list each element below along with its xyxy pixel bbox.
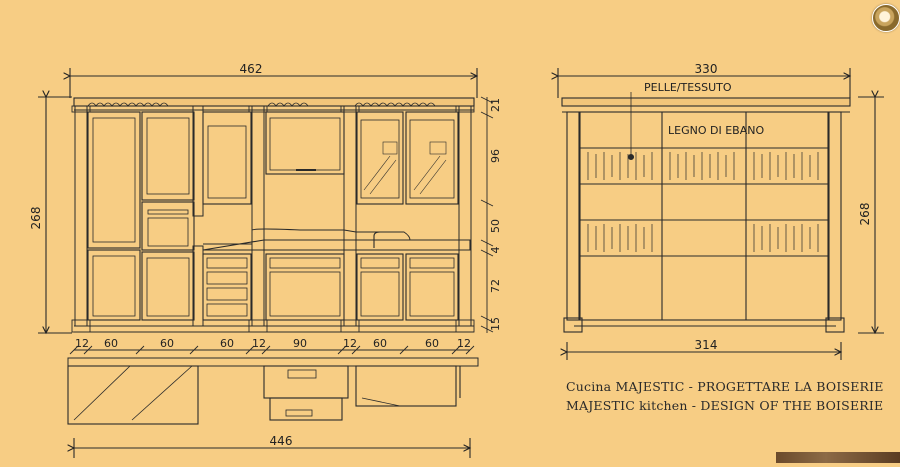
right-overall-width-label: 330: [695, 62, 718, 76]
height-50-label: 50: [489, 219, 502, 233]
module-width-label: 12: [252, 337, 266, 350]
height-4-label: 4: [489, 247, 502, 254]
overall-height-label: 268: [29, 207, 43, 230]
legno-ebano-label: LEGNO DI EBANO: [668, 124, 764, 137]
caption-italian: Cucina MAJESTIC - PROGETTARE LA BOISERIE: [566, 379, 884, 394]
module-width-label: 90: [293, 337, 307, 350]
caption-english: MAJESTIC kitchen - DESIGN OF THE BOISERI…: [566, 398, 884, 413]
module-width-label: 60: [373, 337, 387, 350]
seal-logo-icon[interactable]: [872, 4, 900, 32]
module-width-label: 60: [425, 337, 439, 350]
module-width-label: 60: [220, 337, 234, 350]
right-inner-width-label: 314: [695, 338, 718, 352]
height-15-label: 15: [489, 317, 502, 331]
module-width-label: 60: [160, 337, 174, 350]
module-width-label: 12: [75, 337, 89, 350]
module-width-label: 12: [343, 337, 357, 350]
overall-width-label: 462: [240, 62, 263, 76]
height-21-label: 21: [489, 98, 502, 112]
right-height-label: 268: [858, 203, 872, 226]
height-72-label: 72: [489, 279, 502, 293]
height-96-label: 96: [489, 149, 502, 163]
module-width-label: 12: [457, 337, 471, 350]
bottom-width-label: 446: [270, 434, 293, 448]
module-width-label: 60: [104, 337, 118, 350]
pelle-tessuto-label: PELLE/TESSUTO: [644, 81, 732, 94]
wood-thumbnail: [776, 452, 900, 463]
